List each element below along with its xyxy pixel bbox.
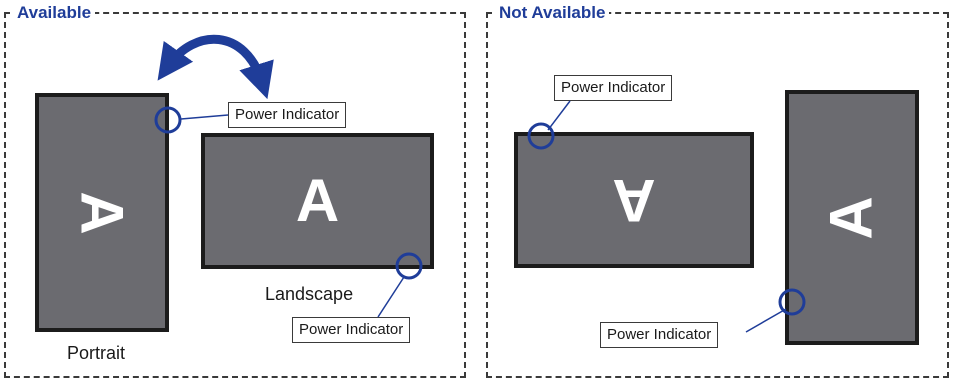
not-available-panel: Not Available [486,2,949,378]
landscape-caption: Landscape [265,284,354,304]
not-available-title: Not Available [495,2,610,24]
portrait-caption: Portrait [67,343,126,363]
not-available-landscape-monitor: A [514,132,754,268]
available-landscape-monitor: A [201,133,434,269]
flipped-screen-letter: A [612,167,656,234]
rotated-screen-letter: A [818,195,885,240]
not-available-power-indicator-callout-top: Power Indicator [554,75,673,101]
available-power-indicator-callout-bottom: Power Indicator [292,317,411,343]
portrait-screen-letter: A [69,190,136,235]
available-panel: Available [4,2,466,378]
available-portrait-monitor: A [35,93,169,332]
available-title: Available [13,2,96,24]
landscape-screen-letter: A [295,167,340,234]
not-available-portrait-monitor: A [785,90,919,345]
not-available-power-indicator-callout-bottom: Power Indicator [600,322,719,348]
available-power-indicator-callout-top: Power Indicator [228,102,347,128]
